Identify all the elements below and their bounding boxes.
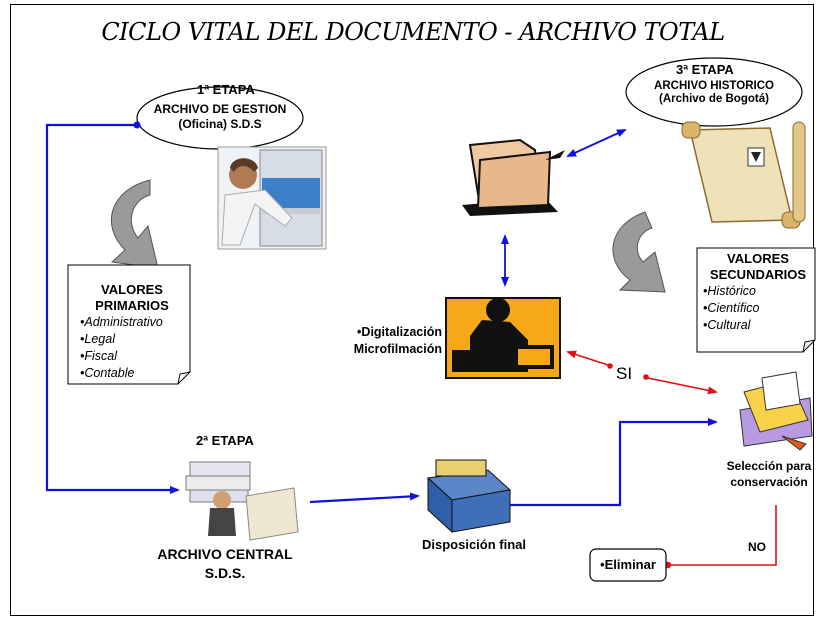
stage3-heading: 3ª ETAPA xyxy=(676,62,734,77)
connector-si-selection xyxy=(647,377,718,395)
primary-value-item: •Fiscal xyxy=(80,349,118,363)
connector-dot xyxy=(133,121,141,129)
secondary-values-note xyxy=(696,247,816,353)
digitalization-label: •Digitalización Microfilmación xyxy=(326,324,442,358)
eliminar-box xyxy=(589,548,667,582)
folder-illustration xyxy=(462,138,565,216)
eliminar-label: •Eliminar xyxy=(600,557,656,572)
no-label: NO xyxy=(748,540,766,554)
stage3-line2: (Archivo de Bogotá) xyxy=(659,93,769,105)
curved-arrow-left-icon xyxy=(110,179,159,269)
selection-illustration xyxy=(739,371,813,451)
selection-line1: Selección para xyxy=(726,459,812,473)
secondary-values-heading-1: VALORES xyxy=(727,251,789,266)
selection-label: Selección para conservación xyxy=(712,458,826,490)
connector-stage1-stage2 xyxy=(45,123,180,494)
digitalization-line2: Microfilmación xyxy=(353,342,442,356)
scroll-illustration xyxy=(681,121,806,229)
primary-value-item: •Administrativo xyxy=(80,315,163,329)
diagram-title: CICLO VITAL DEL DOCUMENTO - ARCHIVO TOTA… xyxy=(101,18,725,46)
connector-no-eliminar xyxy=(668,505,777,566)
secondary-values-heading-2: SECUNDARIOS xyxy=(709,267,807,282)
stage2-label: ARCHIVO CENTRAL S.D.S. xyxy=(150,545,300,583)
connector-final-selection xyxy=(508,418,718,507)
stage1-label: ARCHIVO DE GESTION (Oficina) S.D.S xyxy=(140,102,300,132)
si-label: SI xyxy=(616,364,633,383)
primary-value-item: •Contable xyxy=(80,366,135,380)
secondary-value-item: •Científico xyxy=(703,301,760,315)
curved-arrow-right-icon xyxy=(612,211,666,293)
secondary-value-item: •Histórico xyxy=(703,284,757,298)
primary-values-note xyxy=(67,264,191,385)
primary-values-heading-1: VALORES xyxy=(101,282,163,297)
secondary-value-item: •Cultural xyxy=(703,318,751,332)
filing-box-illustration xyxy=(426,459,512,534)
connector-central-final xyxy=(309,492,420,504)
primary-values-heading-2: PRIMARIOS xyxy=(95,298,169,313)
stage1-line2: (Oficina) S.D.S xyxy=(178,117,262,131)
stage2-line2: S.D.S. xyxy=(204,565,246,581)
stage2-heading: 2ª ETAPA xyxy=(196,433,254,448)
secondary-values-text: VALORES SECUNDARIOS •Histórico •Científi… xyxy=(699,251,817,334)
connector-folder-historical xyxy=(566,129,627,157)
primary-value-item: •Legal xyxy=(80,332,115,346)
primary-values-text: VALORES PRIMARIOS •Administrativo •Legal… xyxy=(74,282,190,382)
stage1-line1: ARCHIVO DE GESTION xyxy=(153,102,287,116)
stage3-line1: ARCHIVO HISTORICO xyxy=(654,80,774,92)
central-archive-illustration xyxy=(185,461,299,541)
stage2-line1: ARCHIVO CENTRAL xyxy=(157,546,293,562)
stage3-label: ARCHIVO HISTORICO (Archivo de Bogotá) xyxy=(632,80,796,106)
stage1-heading: 1ª ETAPA xyxy=(197,82,255,97)
connector-si-digital xyxy=(566,350,609,366)
digitalization-illustration xyxy=(445,297,561,379)
selection-line2: conservación xyxy=(730,475,808,489)
office-worker-illustration xyxy=(217,146,327,250)
digitalization-line1: •Digitalización xyxy=(357,325,442,339)
stage3-ellipse xyxy=(625,57,803,127)
final-disposition-label: Disposición final xyxy=(421,537,526,552)
